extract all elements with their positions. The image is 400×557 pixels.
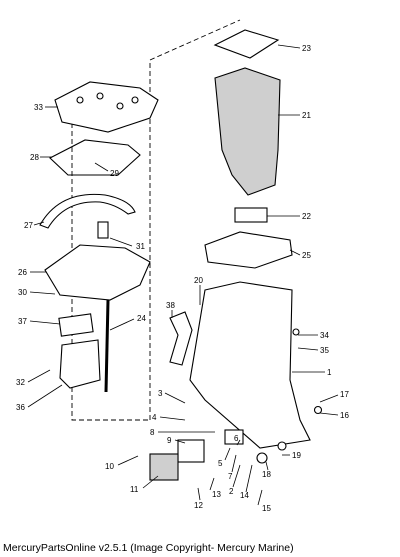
callout-21: 21	[302, 111, 311, 120]
callout-12: 12	[194, 501, 203, 510]
callout-10: 10	[105, 462, 114, 471]
callout-26: 26	[18, 268, 27, 277]
callout-19: 19	[292, 451, 301, 460]
callout-25: 25	[302, 251, 311, 260]
callout-23: 23	[302, 44, 311, 53]
part-37-gasket	[58, 313, 94, 337]
callout-17: 17	[340, 390, 349, 399]
copyright-footer: MercuryPartsOnline v2.5.1 (Image Copyrig…	[3, 542, 294, 554]
callout-18: 18	[262, 470, 271, 479]
callout-labels: 33 28 29 27 31 26 30 37 24 32 36 23 21 2…	[16, 44, 349, 513]
callout-1: 1	[327, 368, 332, 377]
part-25-gasket	[204, 231, 293, 269]
callout-9: 9	[167, 436, 172, 445]
callout-37: 37	[18, 317, 27, 326]
part-9-bracket	[177, 439, 205, 463]
callout-11: 11	[130, 485, 139, 494]
part-26-adapter-plate	[44, 244, 151, 301]
callout-14: 14	[240, 491, 249, 500]
callout-33: 33	[34, 103, 43, 112]
callout-31: 31	[136, 242, 145, 251]
callout-22: 22	[302, 212, 311, 221]
callout-16: 16	[340, 411, 349, 420]
alignment-line-left	[71, 115, 150, 421]
callout-34: 34	[320, 331, 329, 340]
callout-27: 27	[24, 221, 33, 230]
callout-30: 30	[18, 288, 27, 297]
callout-8: 8	[150, 428, 155, 437]
callout-24: 24	[137, 314, 146, 323]
part-23-gasket	[213, 29, 280, 59]
part-38-hose	[169, 311, 193, 366]
callout-5: 5	[218, 459, 223, 468]
part-33-plate	[54, 81, 159, 133]
callout-15: 15	[262, 504, 271, 513]
part-36-housing	[59, 339, 101, 389]
callout-28: 28	[30, 153, 39, 162]
callout-3: 3	[158, 389, 163, 398]
part-27-seal	[39, 193, 136, 229]
part-11-cover	[149, 453, 179, 481]
part-28-gasket	[49, 139, 141, 176]
leader-lines	[27, 44, 339, 506]
part-1-driveshaft-housing	[189, 281, 311, 449]
callout-6: 6	[234, 434, 239, 443]
callout-32: 32	[16, 378, 25, 387]
callout-2: 2	[229, 487, 234, 496]
callout-7: 7	[228, 472, 233, 481]
callout-38: 38	[166, 301, 175, 310]
callout-4: 4	[152, 413, 157, 422]
part-8-sensor	[224, 429, 244, 445]
callout-20: 20	[194, 276, 203, 285]
alignment-line-diagonal	[149, 19, 241, 420]
callout-29: 29	[110, 169, 119, 178]
callout-36: 36	[16, 403, 25, 412]
part-21-exhaust-tube	[214, 67, 281, 196]
callout-13: 13	[212, 490, 221, 499]
callout-35: 35	[320, 346, 329, 355]
part-22-plate	[234, 207, 268, 223]
